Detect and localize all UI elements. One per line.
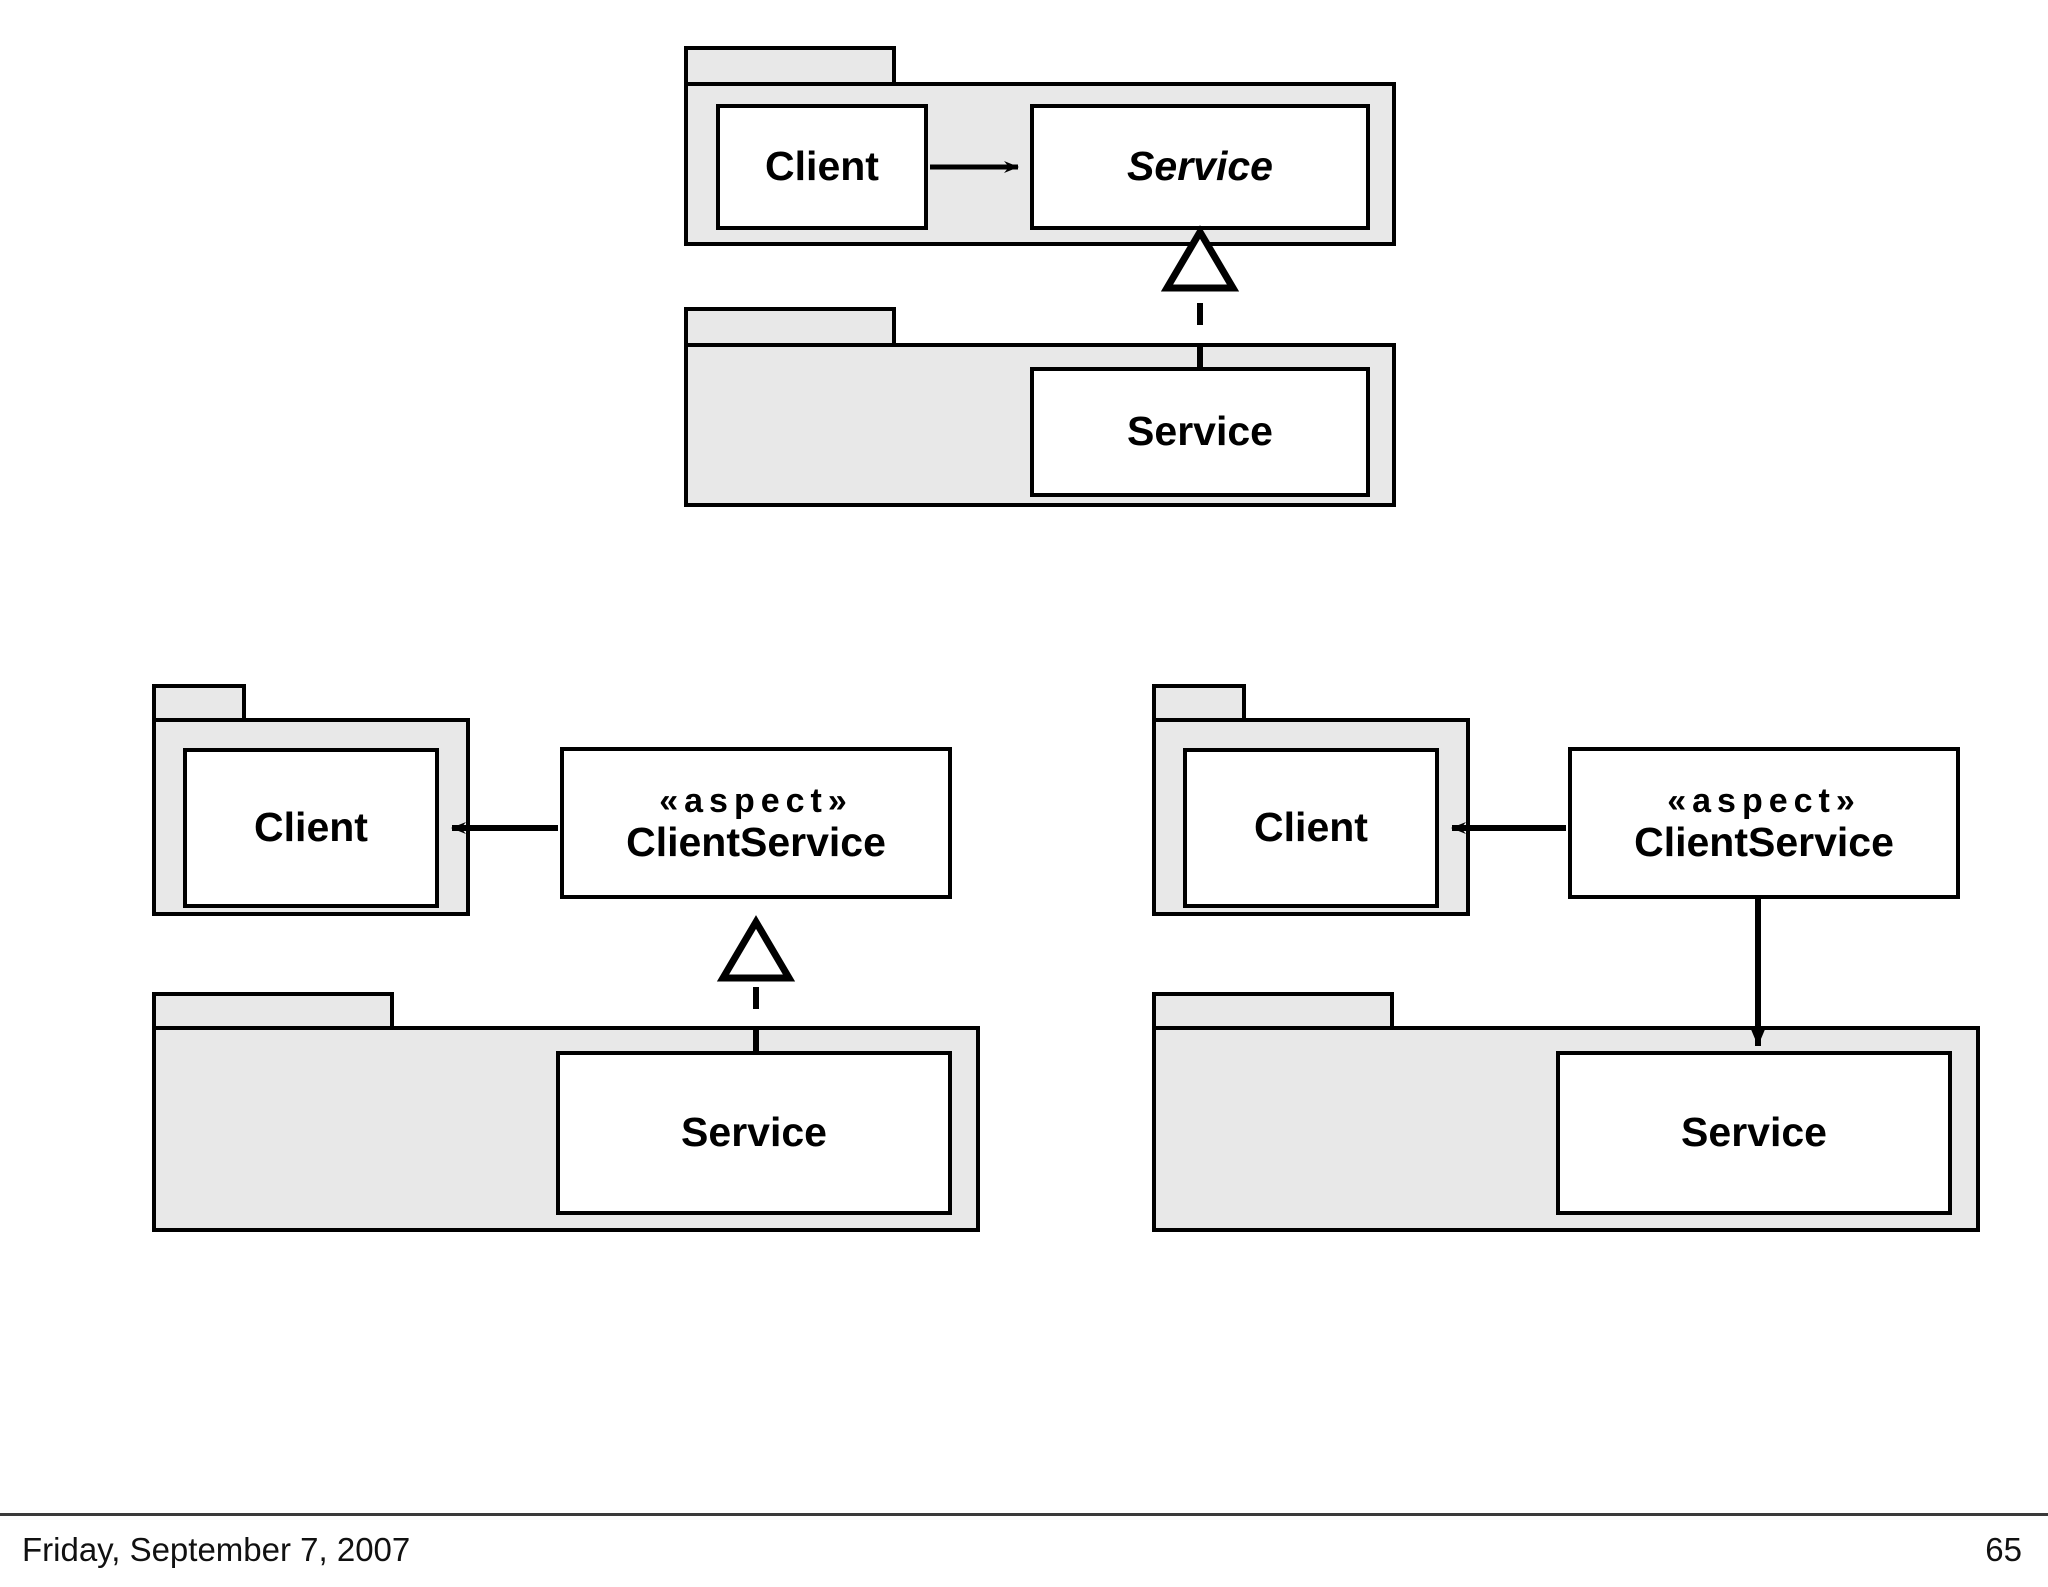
class-client-right: Client <box>1183 748 1439 908</box>
footer-date: Friday, September 7, 2007 <box>22 1531 411 1568</box>
class-clientservice-aspect-right: «aspect» ClientService <box>1568 747 1960 899</box>
class-service-top: Service <box>1030 367 1370 497</box>
footer-divider <box>0 1513 2048 1516</box>
footer-page-number: 65 <box>1985 1531 2022 1568</box>
class-clientservice-aspect-left: «aspect» ClientService <box>560 747 952 899</box>
class-service-right: Service <box>1556 1051 1952 1215</box>
class-stereotype-label: «aspect» <box>659 781 853 820</box>
package-tab <box>1152 684 1246 720</box>
class-stereotype-label: «aspect» <box>1667 781 1861 820</box>
package-tab <box>684 307 896 345</box>
class-name-label: ClientService <box>1634 819 1894 866</box>
class-name-label: ClientService <box>626 819 886 866</box>
class-name-label: Client <box>1254 804 1368 851</box>
package-tab <box>152 992 394 1028</box>
class-service-abstract-top: Service <box>1030 104 1370 230</box>
class-name-label: Client <box>254 804 368 851</box>
class-name-label: Service <box>1127 408 1273 455</box>
class-name-label: Service <box>1127 143 1273 190</box>
class-name-label: Service <box>1681 1109 1827 1156</box>
class-service-left: Service <box>556 1051 952 1215</box>
package-tab <box>152 684 246 720</box>
class-name-label: Client <box>765 143 879 190</box>
class-client-top: Client <box>716 104 928 230</box>
class-client-left: Client <box>183 748 439 908</box>
class-name-label: Service <box>681 1109 827 1156</box>
package-tab <box>684 46 896 84</box>
package-tab <box>1152 992 1394 1028</box>
